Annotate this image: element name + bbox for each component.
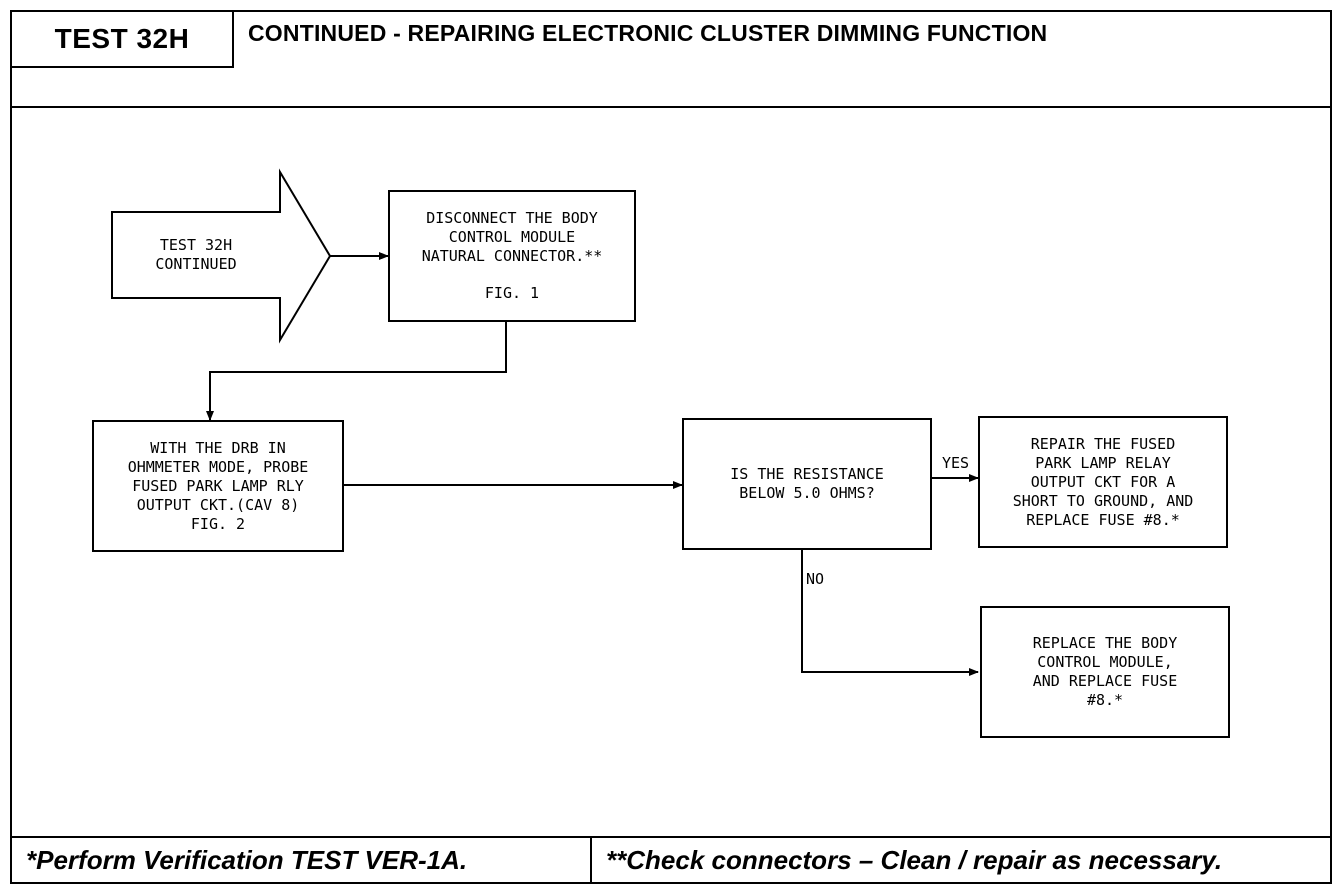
footer-row xyxy=(10,836,1332,884)
start-arrow-shape xyxy=(111,168,332,344)
disconnect-line-1: DISCONNECT THE BODY xyxy=(426,209,598,227)
replace-line-4: #8.* xyxy=(1086,691,1124,709)
probe-line-2: OHMMETER MODE, PROBE xyxy=(127,457,309,476)
start-line-2: CONTINUED xyxy=(155,255,237,273)
question-box: IS THE RESISTANCE BELOW 5.0 OHMS? xyxy=(682,418,932,550)
disconnect-line-2: CONTROL MODULE xyxy=(448,228,576,246)
disconnect-box: DISCONNECT THE BODY CONTROL MODULE NATUR… xyxy=(388,190,636,322)
start-line-1: TEST 32H xyxy=(159,236,233,254)
probe-line-5: FIG. 2 xyxy=(190,514,246,533)
start-box-text: TEST 32H CONTINUED xyxy=(112,212,280,298)
yes-label: YES xyxy=(942,454,970,472)
footer-note-verification: *Perform Verification TEST VER-1A. xyxy=(26,844,468,875)
replace-line-1: REPLACE THE BODY xyxy=(1032,634,1178,652)
connector-disconnect-to-probe xyxy=(206,322,507,421)
repair-line-2: PARK LAMP RELAY xyxy=(1035,453,1171,472)
probe-line-1: WITH THE DRB IN xyxy=(150,438,286,457)
header-row xyxy=(10,10,1332,108)
connector-question-to-replace xyxy=(801,550,979,676)
repair-line-1: REPAIR THE FUSED xyxy=(1030,434,1176,453)
replace-line-2: CONTROL MODULE, xyxy=(1037,653,1173,671)
page-title: CONTINUED - REPAIRING ELECTRONIC CLUSTER… xyxy=(248,20,1048,46)
page-frame xyxy=(10,10,1332,884)
question-line-2: BELOW 5.0 OHMS? xyxy=(739,484,875,502)
repair-line-4: SHORT TO GROUND, AND xyxy=(1012,491,1194,510)
disconnect-line-4: FIG. 1 xyxy=(484,284,540,302)
replace-line-3: AND REPLACE FUSE xyxy=(1032,672,1178,690)
footer-note-connectors: **Check connectors – Clean / repair as n… xyxy=(606,844,1223,875)
question-line-1: IS THE RESISTANCE xyxy=(730,465,884,483)
replace-box: REPLACE THE BODY CONTROL MODULE, AND REP… xyxy=(980,606,1230,738)
test-label: TEST 32H xyxy=(12,12,234,68)
no-label: NO xyxy=(806,570,825,588)
repair-line-5: REPLACE FUSE #8.* xyxy=(1026,510,1180,529)
probe-line-4: OUTPUT CKT.(CAV 8) xyxy=(136,495,300,514)
probe-box: WITH THE DRB IN OHMMETER MODE, PROBE FUS… xyxy=(92,420,344,552)
disconnect-line-3: NATURAL CONNECTOR.** xyxy=(421,247,603,265)
repair-line-3: OUTPUT CKT FOR A xyxy=(1030,472,1176,491)
probe-line-3: FUSED PARK LAMP RLY xyxy=(132,476,304,495)
repair-box: REPAIR THE FUSED PARK LAMP RELAY OUTPUT … xyxy=(978,416,1228,548)
footer-divider xyxy=(590,836,592,884)
